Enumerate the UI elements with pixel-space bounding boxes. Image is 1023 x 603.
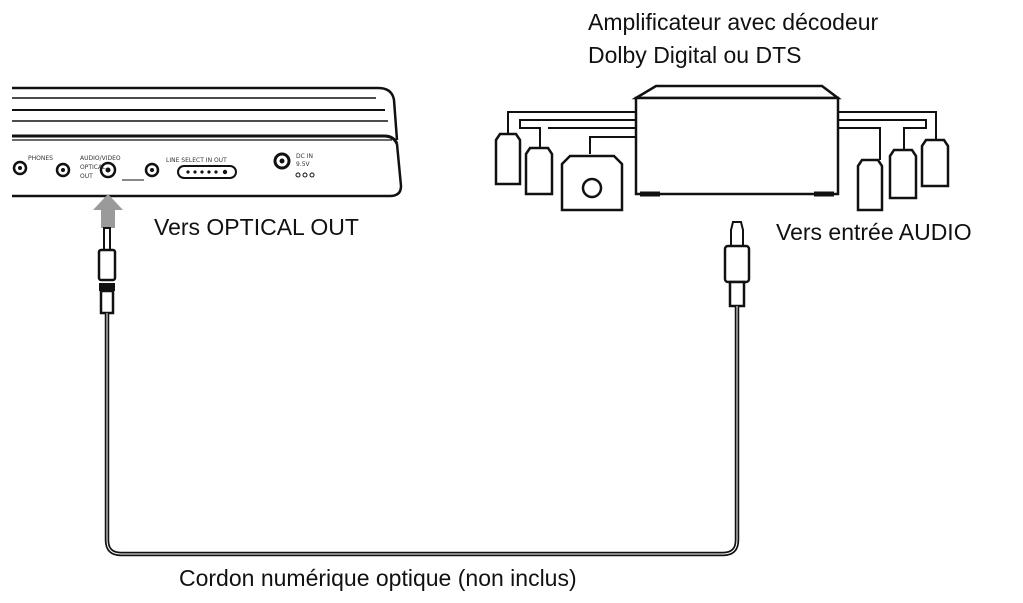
audio-video-tiny-label: AUDIO/VIDEO: [80, 155, 121, 162]
optical-out-label: Vers OPTICAL OUT: [154, 214, 359, 240]
amplifier-title-line2: Dolby Digital ou DTS: [588, 42, 802, 68]
amplifier-title: Amplificateur avec décodeur Dolby Digita…: [588, 6, 878, 72]
amplifier-title-line1: Amplificateur avec décodeur: [588, 9, 879, 35]
dc-in-tiny-label: DC IN: [296, 153, 313, 160]
dc-voltage-tiny-label: 9.5V: [296, 161, 311, 168]
line-select-switch-icon: [177, 165, 237, 179]
optical-cable: [97, 221, 751, 557]
line-select-tiny-label: LINE SELECT IN OUT: [166, 157, 227, 164]
speaker-wires: [507, 111, 937, 160]
phones-jack-icon: [12, 160, 28, 176]
right-speakers-icon: [856, 138, 950, 212]
dvd-player: [12, 86, 403, 198]
polarity-symbol-icon: [295, 172, 315, 178]
line-in-jack-icon: [144, 162, 160, 178]
player-jack-panel: PHONES AUDIO/VIDEO OPTICAL OUT LINE SELE…: [12, 152, 315, 181]
left-speakers-icon: [494, 132, 624, 212]
insert-arrow-icon: [93, 194, 123, 228]
cable-label: Cordon numérique optique (non inclus): [179, 565, 577, 591]
out-tiny-label: OUT: [80, 173, 93, 180]
phones-jack-tiny-label: PHONES: [28, 155, 53, 162]
phones-jack-2-icon: [55, 162, 71, 178]
optical-tiny-label: OPTICAL: [80, 164, 106, 171]
mini-optical-plug-icon: [97, 227, 117, 315]
amplifier: [507, 84, 937, 197]
dc-in-jack-icon: [273, 152, 291, 170]
optical-out-jack-icon: [99, 161, 117, 179]
square-optical-plug-icon: [723, 221, 751, 308]
audio-input-label: Vers entrée AUDIO: [776, 219, 972, 245]
